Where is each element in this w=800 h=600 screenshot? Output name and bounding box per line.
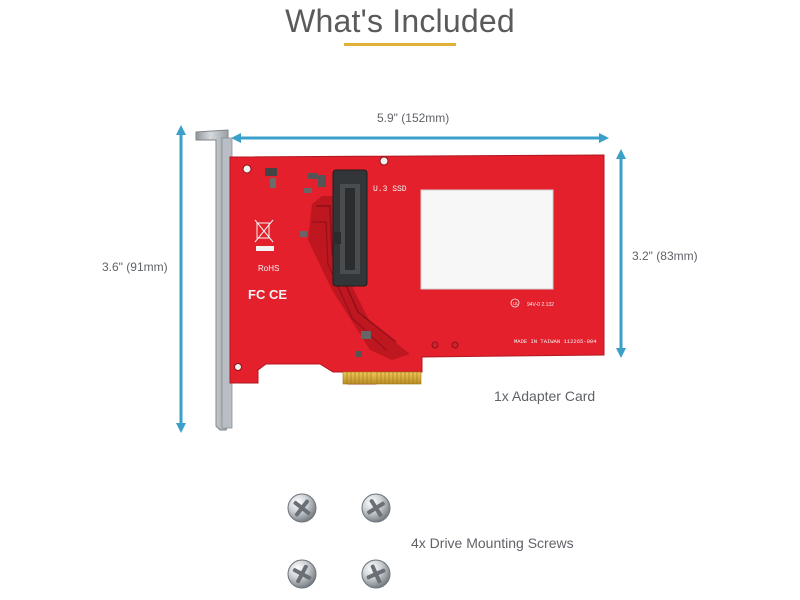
made-in-silkscreen: MADE IN TAIWAN 112265-004 [514,338,597,345]
weee-bin-icon [254,219,274,251]
connector-silkscreen: U.3 SSD [373,185,407,194]
screw-icon [287,493,317,523]
fcc-ce-mark: FC CE [248,287,287,302]
rohs-mark: RoHS [258,264,279,273]
pcie-bracket [195,129,242,431]
pcie-gold-fingers [342,371,422,385]
bracket-height-dimension-label: 3.6" (91mm) [102,260,168,274]
u3-ssd-connector [332,169,368,287]
width-dimension-label: 5.9" (152mm) [377,111,450,125]
adapter-card-caption: 1x Adapter Card [494,388,596,404]
pcb-traces [308,196,410,360]
svg-text:UL: UL [513,301,519,306]
svg-text:94V-0 2.132: 94V-0 2.132 [527,302,554,308]
title-underline [344,43,456,46]
adapter-card: U.3 SSD RoHS FC CE MADE IN TAIWAN 112265… [229,154,605,385]
screws-group [287,493,391,589]
blank-label-sticker [420,189,554,290]
ul-mark: UL [510,298,520,308]
screw-icon [361,493,391,523]
screws-caption: 4x Drive Mounting Screws [411,535,574,551]
card-height-dimension-label: 3.2" (83mm) [632,249,698,263]
screw-icon [287,559,317,589]
screw-icon [361,559,391,589]
page-title: What's Included [285,3,515,39]
